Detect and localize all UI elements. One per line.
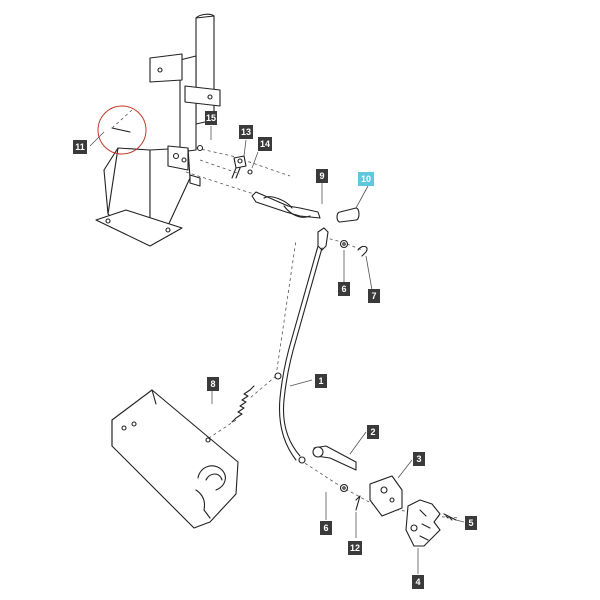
callout-6-upper[interactable]: 6 — [338, 282, 350, 296]
callout-3[interactable]: 3 — [413, 452, 425, 466]
callout-12[interactable]: 12 — [348, 541, 362, 555]
callout-2[interactable]: 2 — [367, 425, 379, 439]
svg-text:9: 9 — [319, 171, 324, 181]
part-11-highlight-circle — [97, 105, 147, 155]
pedal-plate — [111, 389, 239, 529]
svg-text:4: 4 — [415, 577, 420, 587]
svg-text:10: 10 — [361, 174, 371, 184]
callout-leaders — [89, 126, 465, 574]
callout-8[interactable]: 8 — [207, 377, 219, 391]
svg-text:6: 6 — [323, 523, 328, 533]
column-assembly — [95, 13, 221, 247]
callout-7[interactable]: 7 — [368, 289, 380, 303]
callout-5[interactable]: 5 — [465, 516, 477, 530]
svg-text:12: 12 — [350, 543, 360, 553]
callout-11[interactable]: 11 — [73, 140, 87, 154]
callout-6-lower[interactable]: 6 — [320, 521, 332, 535]
svg-text:5: 5 — [468, 518, 473, 528]
callout-1[interactable]: 1 — [315, 374, 327, 388]
small-hardware — [196, 144, 253, 179]
callout-10[interactable]: 10 — [358, 172, 374, 186]
callout-4[interactable]: 4 — [412, 575, 424, 589]
svg-text:2: 2 — [370, 427, 375, 437]
svg-text:13: 13 — [241, 127, 251, 137]
spring — [231, 385, 255, 423]
lever-arm — [274, 227, 329, 464]
svg-text:7: 7 — [371, 291, 376, 301]
rod-assembly — [251, 191, 360, 223]
callout-14[interactable]: 14 — [258, 137, 272, 151]
callout-13[interactable]: 13 — [239, 125, 253, 139]
svg-text:15: 15 — [206, 113, 216, 123]
washer-clip-upper — [339, 239, 368, 257]
callout-15[interactable]: 15 — [205, 111, 217, 125]
svg-text:6: 6 — [341, 284, 346, 294]
svg-text:1: 1 — [318, 376, 323, 386]
svg-text:14: 14 — [260, 139, 270, 149]
svg-text:11: 11 — [75, 142, 85, 152]
callout-9[interactable]: 9 — [316, 169, 328, 183]
svg-text:8: 8 — [210, 379, 215, 389]
lower-linkage — [312, 445, 457, 547]
svg-text:3: 3 — [416, 454, 421, 464]
